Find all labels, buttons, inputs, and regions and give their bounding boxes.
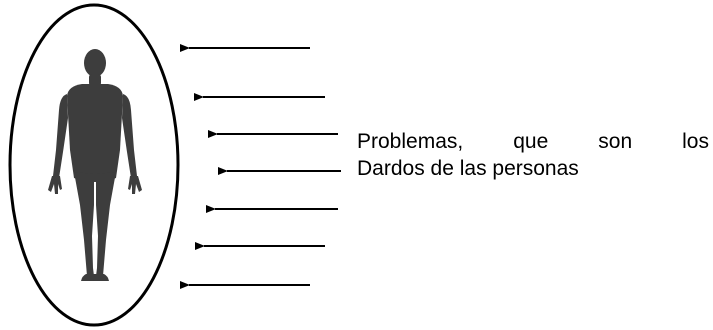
enclosing-ellipse (8, 3, 180, 327)
caption-word-1: Problemas, (357, 130, 464, 153)
caption-line-2: Dardos de las personas (357, 157, 579, 180)
caption-word-3: son (598, 130, 633, 153)
caption-word-4: los (682, 130, 709, 153)
caption-word-2: que (513, 130, 549, 153)
human-silhouette-icon (48, 49, 142, 281)
caption-line-1: Problemas, que son los (357, 128, 709, 155)
arrows-group (180, 44, 341, 289)
caption: Problemas, que son los Dardos de las per… (357, 128, 709, 182)
